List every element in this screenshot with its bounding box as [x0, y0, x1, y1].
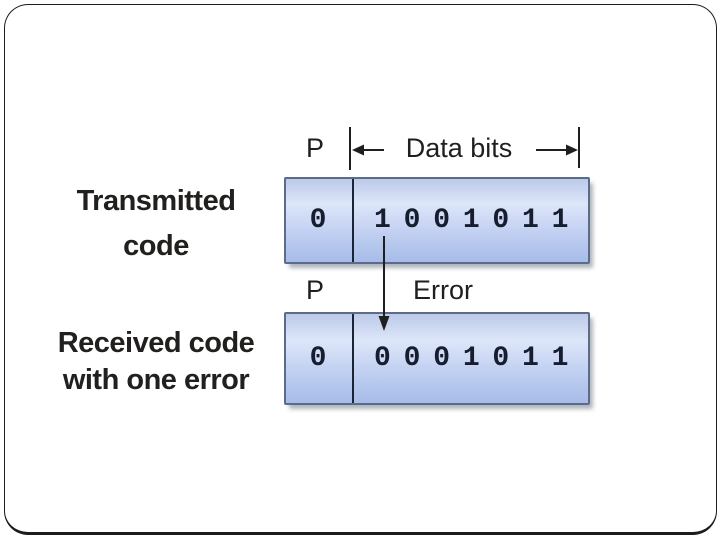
transmitted-parity-bit: 0 [309, 205, 327, 236]
transmitted-code-label: Transmitted code [76, 185, 236, 262]
received-parity-bit: 0 [309, 343, 327, 374]
received-data-bits: 0 0 0 1 0 1 1 [374, 343, 568, 374]
transmitted-code-box: 0 1 0 0 1 0 1 1 [284, 177, 590, 264]
parity-column-label-top: P [305, 133, 324, 163]
parity-divider-line [352, 179, 354, 262]
data-bits-span-label: Data bits [405, 133, 513, 163]
parity-column-label-mid: P [305, 275, 324, 305]
parity-divider-line [352, 314, 354, 403]
received-code-label: Received code with one error [57, 327, 255, 396]
slide-frame: Transmitted code Received code with one … [4, 4, 717, 535]
error-label: Error [413, 275, 473, 305]
received-code-box: 0 0 0 0 1 0 1 1 [284, 312, 590, 405]
transmitted-data-bits: 1 0 0 1 0 1 1 [374, 205, 568, 236]
